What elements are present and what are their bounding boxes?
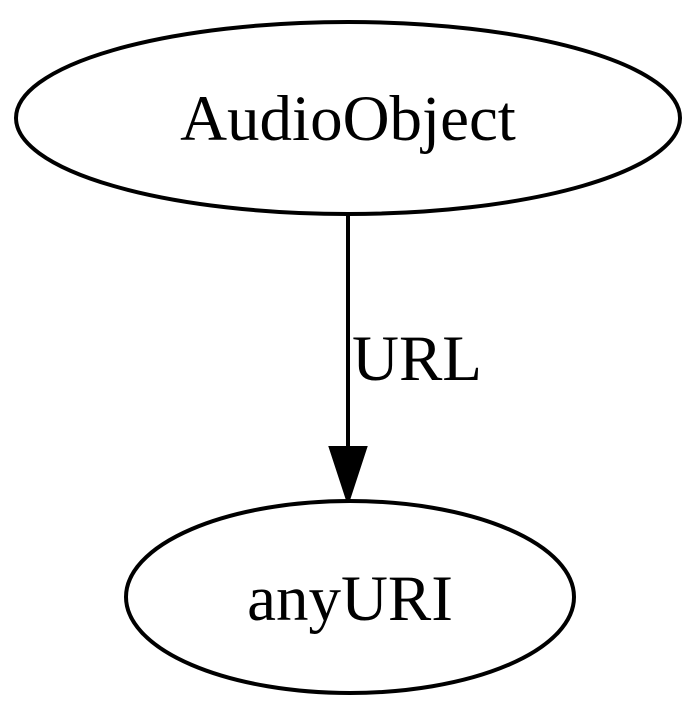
edge-url-arrowhead	[328, 446, 368, 507]
edge-url[interactable]: URL	[328, 214, 482, 507]
node-any-uri-label: anyURI	[247, 563, 453, 635]
node-audio-object[interactable]: AudioObject	[14, 20, 682, 216]
node-any-uri[interactable]: anyURI	[124, 499, 576, 695]
node-audio-object-label: AudioObject	[180, 83, 516, 155]
node-any-uri-ellipse	[124, 499, 576, 695]
edge-url-label: URL	[352, 323, 482, 395]
